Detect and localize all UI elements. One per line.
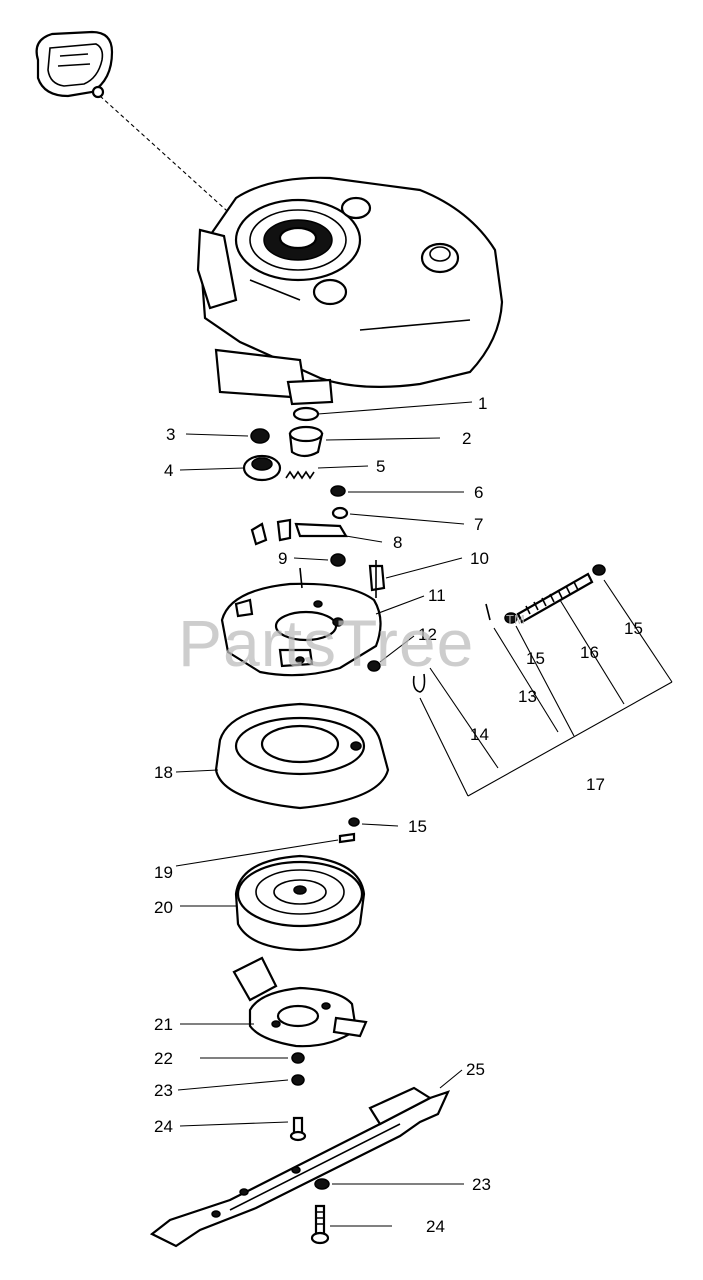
callout-4: 4 bbox=[164, 461, 173, 480]
part-15-nut-c bbox=[348, 817, 360, 827]
callout-numbers: 1 2 3 4 5 6 7 8 9 10 11 12 13 14 15 15 1… bbox=[154, 394, 643, 1236]
part-21-blade-adapter bbox=[232, 956, 368, 1048]
callout-17: 17 bbox=[586, 775, 605, 794]
callout-18: 18 bbox=[154, 763, 173, 782]
partstree-watermark: PartsTree TM bbox=[178, 606, 525, 680]
callout-22: 22 bbox=[154, 1049, 173, 1068]
callout-7: 7 bbox=[474, 515, 483, 534]
part-9-nut bbox=[330, 553, 346, 567]
callout-5: 5 bbox=[376, 457, 385, 476]
callout-10: 10 bbox=[470, 549, 489, 568]
part-18-brake-drum bbox=[214, 702, 390, 810]
callout-12: 12 bbox=[418, 625, 437, 644]
part-12-nut bbox=[367, 660, 381, 672]
part-10-pin bbox=[368, 560, 386, 598]
part-22-washer bbox=[291, 1052, 305, 1064]
callout-23-a: 23 bbox=[154, 1081, 173, 1100]
callout-24-b: 24 bbox=[426, 1217, 445, 1236]
callout-24-a: 24 bbox=[154, 1117, 173, 1136]
part-25-blade bbox=[149, 1086, 451, 1248]
part-24-bolt-a bbox=[289, 1116, 307, 1142]
part-14-clip bbox=[412, 673, 426, 693]
primer-handle bbox=[35, 30, 114, 99]
leader-lines bbox=[175, 401, 673, 1227]
watermark-trademark: TM bbox=[506, 612, 525, 627]
callout-25: 25 bbox=[466, 1060, 485, 1079]
part-7-washer bbox=[331, 506, 349, 520]
part-4-pulley bbox=[242, 454, 282, 482]
callout-3: 3 bbox=[166, 425, 175, 444]
part-3-nut bbox=[250, 428, 270, 444]
callout-1: 1 bbox=[478, 394, 487, 413]
engine-assembly bbox=[196, 176, 504, 406]
cable-dashed bbox=[99, 95, 269, 249]
part-16-threaded-rod bbox=[516, 572, 594, 624]
part-6-nut bbox=[330, 485, 346, 497]
part-23-washer-a bbox=[291, 1074, 305, 1086]
part-19-key bbox=[338, 832, 356, 844]
part-24-bolt-b bbox=[310, 1204, 330, 1245]
callout-13: 13 bbox=[518, 687, 537, 706]
part-1-washer bbox=[292, 406, 320, 422]
callout-2: 2 bbox=[462, 429, 471, 448]
callout-16: 16 bbox=[580, 643, 599, 662]
part-2-adapter bbox=[288, 425, 324, 458]
callout-15-a: 15 bbox=[526, 649, 545, 668]
part-11-brake-plate bbox=[220, 567, 382, 677]
callout-15-c: 15 bbox=[408, 817, 427, 836]
callout-21: 21 bbox=[154, 1015, 173, 1034]
callout-6: 6 bbox=[474, 483, 483, 502]
part-23-washer-b bbox=[314, 1178, 330, 1190]
watermark-brand: PartsTree bbox=[178, 606, 474, 680]
part-20-blade-pulley bbox=[234, 854, 366, 952]
callout-15-b: 15 bbox=[624, 619, 643, 638]
callout-19: 19 bbox=[154, 863, 173, 882]
callout-11: 11 bbox=[428, 586, 446, 605]
part-5-spring bbox=[285, 470, 315, 480]
part-8-bracket bbox=[250, 518, 348, 546]
callout-14: 14 bbox=[470, 725, 489, 744]
callout-8: 8 bbox=[393, 533, 402, 552]
callout-23-b: 23 bbox=[472, 1175, 491, 1194]
callout-9: 9 bbox=[278, 549, 287, 568]
part-15-nut-b bbox=[592, 564, 606, 576]
callout-20: 20 bbox=[154, 898, 173, 917]
part-13-pin bbox=[485, 603, 491, 621]
part-15-nut-a bbox=[504, 612, 518, 624]
